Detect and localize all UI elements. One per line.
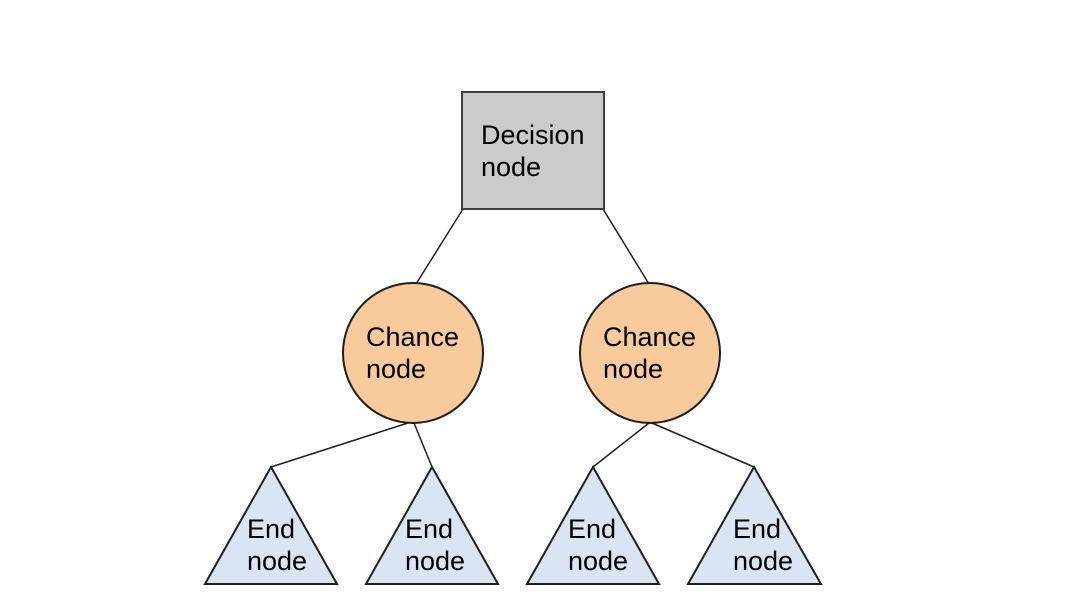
decision-node-label: Decision node [481,119,585,183]
edge-chance-left-to-end-2 [413,422,433,468]
chance-node-left-shape [342,282,484,424]
end-node-2-shape [364,464,500,585]
end-node-1-label: End node [247,513,307,577]
chance-node-left-label: Chance node [366,321,459,385]
end-node-3-label: End node [568,513,628,577]
label-line: node [366,354,427,384]
chance-node-right-label: Chance node [603,321,696,385]
edge-decision-to-chance-right [602,208,650,285]
label-line: Chance [603,322,697,352]
end-node-3-shape [525,464,661,585]
edge-chance-right-to-end-3 [592,422,650,468]
label-line: node [603,354,664,384]
label-line: Decision [481,120,585,150]
label-line: node [568,546,629,576]
label-line: Chance [366,322,460,352]
label-line: node [733,546,794,576]
label-line: End [733,514,782,544]
label-line: End [405,514,454,544]
label-line: node [405,546,466,576]
chance-node-right-shape [579,282,721,424]
edge-decision-to-chance-left [415,208,464,285]
end-node-4-label: End node [733,513,793,577]
end-node-4-shape [686,464,823,585]
end-node-2-label: End node [405,513,465,577]
decision-node-shape [461,91,605,210]
label-line: End [247,514,296,544]
label-line: node [247,546,308,576]
edge-chance-left-to-end-1 [270,421,412,468]
label-line: node [481,152,542,182]
label-line: End [568,514,617,544]
edge-chance-right-to-end-4 [651,422,755,468]
end-node-1-shape [203,464,339,585]
